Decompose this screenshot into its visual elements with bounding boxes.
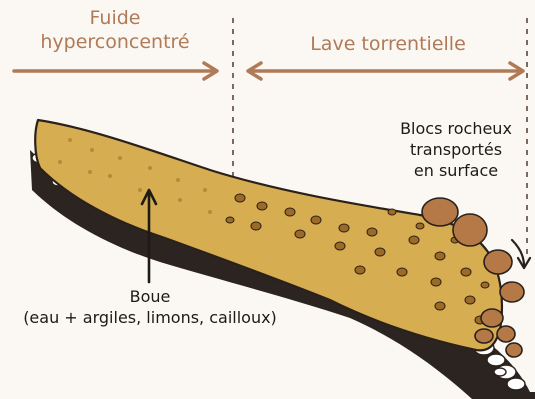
- mud-pebble-17: [409, 236, 419, 244]
- mud-pebble-22: [461, 268, 471, 276]
- mud-speck-27: [108, 174, 112, 178]
- mud-pebble-18: [435, 252, 445, 260]
- arrow-debris-flow-zone: [248, 63, 523, 79]
- boulder-4: [500, 282, 524, 302]
- mud-speck-30: [208, 210, 212, 214]
- zone-label-debris-flow-text: Lave torrentielle: [268, 32, 508, 56]
- callout-boulders-line3: en surface: [376, 160, 535, 181]
- mud-pebble-13: [251, 222, 261, 230]
- mud-pebble-23: [465, 296, 475, 304]
- mud-pebble-26: [226, 217, 234, 223]
- arrow-fluid-zone: [14, 63, 217, 79]
- mud-speck-4: [148, 166, 152, 170]
- zone-label-hyperconcentrated-line2: hyperconcentré: [6, 30, 224, 54]
- mud-pebble-12: [367, 228, 377, 236]
- pebble-30: [507, 378, 525, 390]
- mud-pebble-34: [416, 223, 424, 229]
- mud-speck-28: [138, 188, 142, 192]
- mud-speck-29: [178, 198, 182, 202]
- callout-boulders: Blocs rocheux transportés en surface: [376, 118, 535, 181]
- boulder-8: [506, 343, 522, 357]
- mud-speck-3: [118, 156, 122, 160]
- mud-pebble-33: [388, 209, 396, 215]
- boulder-7: [475, 329, 493, 343]
- mud-pebble-20: [397, 268, 407, 276]
- mud-pebble-19: [355, 266, 365, 274]
- mud-speck-2: [90, 148, 94, 152]
- zone-label-debris-flow: Lave torrentielle: [268, 32, 508, 56]
- boulder-6: [497, 326, 515, 342]
- mud-pebble-24: [435, 302, 445, 310]
- mud-pebble-16: [375, 248, 385, 256]
- zone-label-hyperconcentrated-line1: Fuide: [6, 6, 224, 30]
- mud-pebble-11: [339, 224, 349, 232]
- boulder-1: [422, 198, 458, 226]
- mud-speck-1: [68, 138, 72, 142]
- callout-mud: Boue (eau + argiles, limons, cailloux): [12, 286, 288, 328]
- zone-label-hyperconcentrated: Fuide hyperconcentré: [6, 6, 224, 54]
- pebble-28: [487, 354, 505, 366]
- mud-speck-6: [203, 188, 207, 192]
- mud-pebble-21: [431, 278, 441, 286]
- pebble-44: [494, 368, 506, 376]
- mud-pebble-7: [235, 194, 245, 202]
- boulder-3: [484, 250, 512, 274]
- mud-pebble-15: [335, 242, 345, 250]
- flow-front-arrow: [512, 240, 530, 268]
- mud-pebble-14: [295, 230, 305, 238]
- callout-boulders-line1: Blocs rocheux: [376, 118, 535, 139]
- mud-pebble-10: [311, 216, 321, 224]
- mud-pebble-36: [481, 282, 489, 288]
- callout-mud-line2: (eau + argiles, limons, cailloux): [12, 307, 288, 328]
- boulder-2: [453, 214, 487, 246]
- mud-pebble-8: [257, 202, 267, 210]
- callout-boulders-line2: transportés: [376, 139, 535, 160]
- callout-mud-line1: Boue: [12, 286, 288, 307]
- mud-speck-32: [88, 170, 92, 174]
- mud-pebble-9: [285, 208, 295, 216]
- mud-speck-31: [58, 160, 62, 164]
- boulder-5: [481, 309, 503, 327]
- mud-speck-5: [176, 178, 180, 182]
